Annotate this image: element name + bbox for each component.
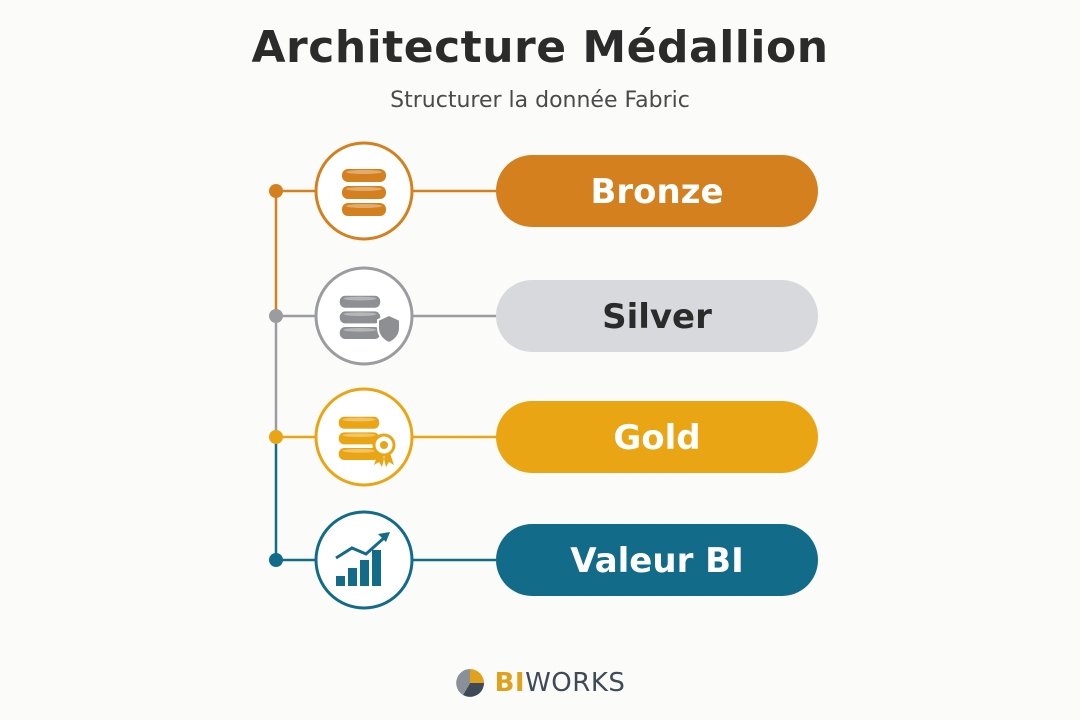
pill-label-bronze: Bronze: [590, 172, 723, 212]
biworks-logo-icon: [455, 669, 484, 697]
layer-row-gold: Gold: [269, 387, 818, 487]
page-subtitle: Structurer la donnée Fabric: [390, 88, 690, 113]
database-shield-icon: [339, 295, 401, 345]
spine-dot-gold: [269, 430, 283, 444]
pill-label-valeur-bi: Valeur BI: [570, 541, 744, 581]
database-award-icon: [338, 416, 396, 467]
brand-name: BIWORKS: [494, 668, 626, 698]
layer-row-valeur-bi: Valeur BI: [269, 510, 818, 610]
pill-silver: [496, 280, 818, 352]
pill-gold: [496, 401, 818, 473]
spine-dot-silver: [269, 309, 283, 323]
chart-growth-icon: [335, 532, 390, 586]
pill-label-silver: Silver: [602, 297, 712, 337]
pill-bronze: [496, 155, 818, 227]
spine-dot-bronze: [269, 184, 283, 198]
spine-dot-valeur-bi: [269, 553, 283, 567]
database-icon: [342, 169, 386, 216]
pill-label-gold: Gold: [613, 418, 700, 458]
page-title: Architecture Médallion: [251, 22, 829, 73]
pill-valeur-bi: [496, 524, 818, 596]
brand-footer: BIWORKS: [0, 668, 1080, 698]
